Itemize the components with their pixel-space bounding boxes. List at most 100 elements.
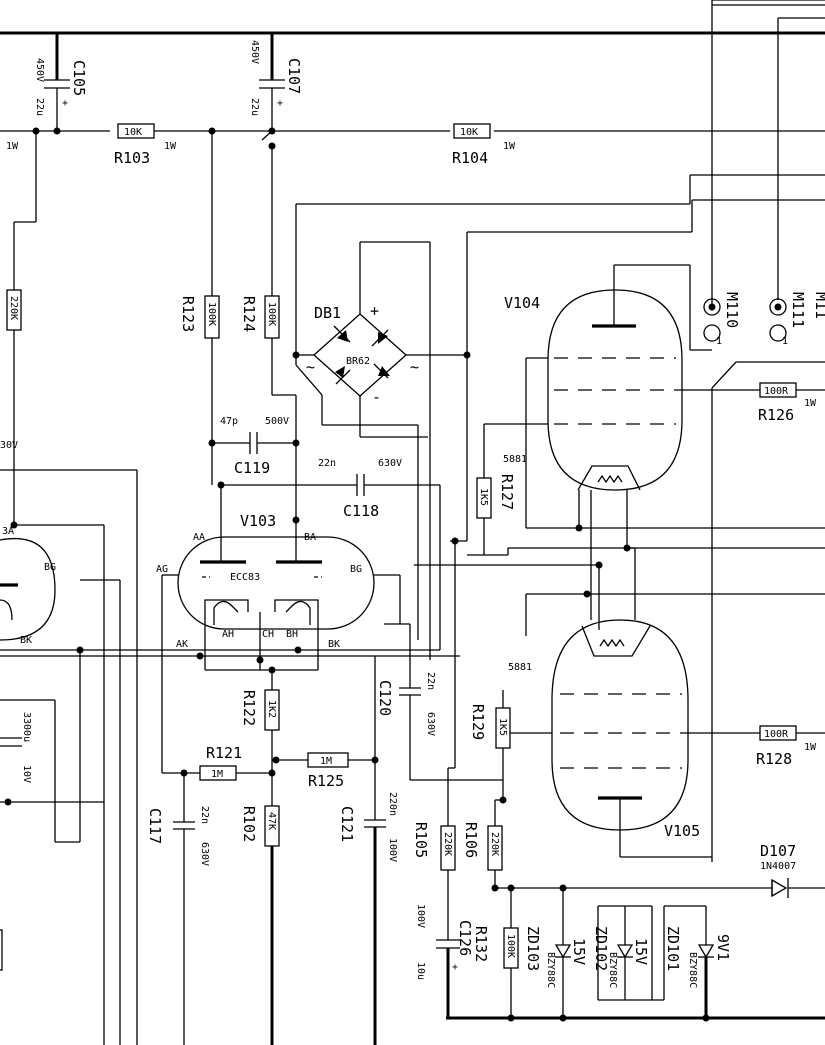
r105-ref: R105 — [412, 822, 430, 858]
r104-value: 10K — [460, 127, 478, 138]
r103-ref: R103 — [114, 149, 150, 167]
r104-ref: R104 — [452, 149, 488, 167]
r132-value: 100K — [505, 934, 516, 958]
r127: 1K5 R127 — [467, 474, 825, 556]
r121-value: 1M — [211, 769, 223, 780]
r104-power: 1W — [503, 141, 516, 152]
c105-voltage: 450V — [34, 58, 45, 82]
r123-ref: R123 — [179, 296, 197, 332]
r123: 100K R123 — [179, 127, 220, 485]
r124-ref: R124 — [240, 296, 258, 332]
v103-pin-bh: BH — [286, 629, 298, 640]
svg-text:+: + — [452, 962, 458, 973]
c126-ref: C126 — [456, 920, 474, 956]
c120: C120 22n 630V — [376, 624, 503, 781]
left-section: 220K 30V 3A BG BK 3300u 10V — [0, 127, 460, 1045]
v105-ref: V105 — [664, 822, 700, 840]
m111: M111 1 M11 — [769, 292, 825, 347]
c107-ref: C107 — [285, 58, 303, 94]
left-partial-label: 30V — [0, 440, 18, 451]
c126-value: 10u — [415, 962, 426, 980]
db1-bridge: BR62 DB1 + - ~ ~ — [292, 174, 825, 660]
c105: 450V 22u C105 + — [34, 33, 88, 135]
bottom-bus: D107 1N4007 — [495, 842, 825, 945]
m110: M110 1 — [703, 292, 741, 347]
v105-part: 5881 — [508, 662, 532, 673]
svg-text:+: + — [277, 98, 283, 109]
db1-ref: DB1 — [314, 304, 341, 322]
r125-value: 1M — [320, 756, 332, 767]
c117-value: 22n — [199, 806, 210, 824]
r124-value: 100K — [266, 302, 277, 326]
v104-tube: 100R R126 1W V104 5881 — [483, 264, 825, 862]
c119: 47p 500V C119 — [208, 416, 300, 477]
m111-pin: 1 — [782, 336, 788, 347]
zd103-ref: ZD103 — [524, 926, 542, 971]
v103-pin-ak: AK — [176, 639, 188, 650]
db1-minus: - — [372, 388, 381, 406]
left-tube-g: BG — [44, 562, 56, 573]
v103-ref: V103 — [240, 512, 276, 530]
zd101-ref: ZD101 — [664, 926, 682, 971]
c117-voltage: 630V — [199, 842, 210, 866]
v105-tube: 100R R128 1W V105 5881 — [503, 619, 825, 858]
c118: 22n 630V C118 — [217, 458, 441, 650]
db1-ac1: ~ — [306, 358, 315, 376]
d107-ref: D107 — [760, 842, 796, 860]
v103-part: ECC83 — [230, 572, 260, 583]
c121-voltage: 100V — [387, 838, 398, 862]
v103-pin-aa: AA — [193, 532, 205, 543]
r106-ref: R106 — [462, 822, 480, 858]
r122: 1K2 R122 — [240, 689, 280, 806]
v103-pin-ba: BA — [304, 532, 316, 543]
c-left-voltage: 10V — [21, 765, 32, 783]
zd102-value: 15V — [632, 938, 650, 965]
left-tube-a: 3A — [2, 526, 14, 537]
r125: 1M R125 — [272, 656, 379, 820]
db1-ac2: ~ — [410, 358, 419, 376]
r121-ref: R121 — [206, 744, 242, 762]
m110-pin: 1 — [716, 336, 722, 347]
c120-ref: C120 — [376, 680, 394, 716]
v103-pin-ah: AH — [222, 629, 234, 640]
v103-pin-bg: BG — [350, 564, 362, 575]
svg-text:+: + — [62, 98, 68, 109]
r122-value: 1K2 — [266, 700, 277, 718]
c107-voltage: 450V — [249, 40, 260, 64]
c121-value: 220n — [387, 792, 398, 816]
r105-value: 220K — [442, 832, 453, 856]
r127-value: 1K5 — [478, 488, 489, 506]
c117-ref: C117 — [146, 808, 164, 844]
c105-ref: C105 — [70, 60, 88, 96]
c107: 450V 22u C107 + — [249, 33, 303, 135]
c119-ref: C119 — [234, 459, 270, 477]
c118-ref: C118 — [343, 502, 379, 520]
r105: 220K R105 — [412, 541, 456, 940]
c121-ref: C121 — [338, 806, 356, 842]
db1-plus: + — [370, 302, 379, 320]
c119-voltage: 500V — [265, 416, 289, 427]
c120-voltage: 630V — [425, 712, 436, 736]
v103-pin-ch: CH — [262, 629, 274, 640]
r132-ref: R132 — [472, 926, 490, 962]
r124: 100K R124 — [240, 130, 297, 520]
r104: 10K R104 1W — [452, 123, 516, 167]
r127-ref: R127 — [498, 474, 516, 510]
v104-ref: V104 — [504, 294, 540, 312]
zd103-part: BZY88C — [545, 952, 556, 988]
r128-ref: R128 — [756, 750, 792, 768]
r128-power: 1W — [804, 742, 817, 753]
left-tube-k: BK — [20, 635, 32, 646]
v103-pin-ag: AG — [156, 564, 168, 575]
zd102-ref: ZD102 — [592, 926, 610, 971]
c107-value: 22u — [249, 98, 260, 116]
zd101-part: BZY88C — [687, 952, 698, 988]
r122-ref: R122 — [240, 690, 258, 726]
r103-value: 10K — [124, 127, 142, 138]
r106-value: 220K — [489, 832, 500, 856]
r128-value: 100R — [764, 729, 789, 740]
heater-wiring — [414, 490, 825, 636]
r125-ref: R125 — [308, 772, 344, 790]
m111-ref: M111 — [789, 292, 807, 328]
